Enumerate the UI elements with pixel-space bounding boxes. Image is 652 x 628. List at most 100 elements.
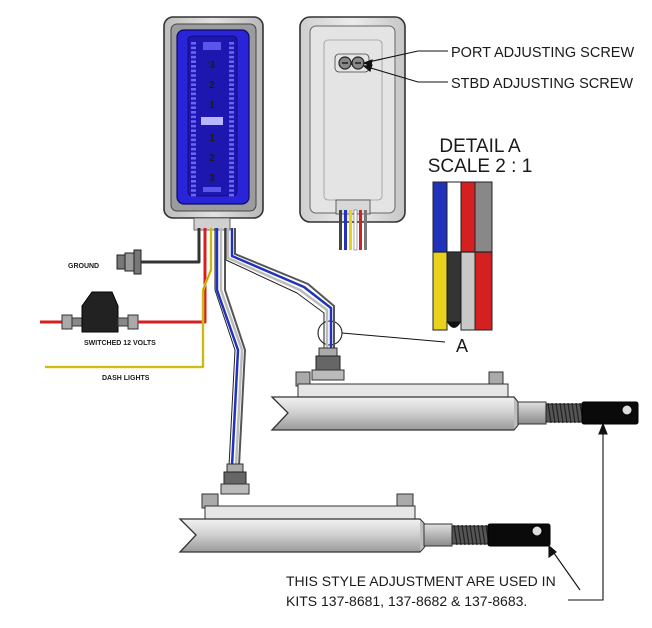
detail-a-marker-label: A <box>456 336 468 356</box>
spring-coil <box>547 402 552 424</box>
led-dot <box>229 51 234 54</box>
detail-scale: SCALE 2 : 1 <box>428 156 533 177</box>
led-column-right <box>229 42 234 197</box>
spring-coil <box>473 524 478 546</box>
led-dot <box>191 193 196 197</box>
wire-bundle-main <box>45 217 335 467</box>
led-dot <box>191 152 196 155</box>
led-dot <box>229 65 234 68</box>
indicator-mark-bottom-3: 3 <box>209 173 215 184</box>
led-dot <box>191 161 196 165</box>
spring-coil <box>563 402 568 424</box>
led-dot <box>191 46 196 50</box>
led-dot <box>191 138 196 142</box>
led-dot <box>191 42 196 45</box>
led-dot <box>229 46 234 50</box>
actuator-upper <box>270 347 639 431</box>
led-dot <box>229 143 234 146</box>
led-dot <box>229 161 234 165</box>
spring-coil <box>457 524 462 546</box>
led-dot <box>229 193 234 197</box>
led-dot <box>191 115 196 119</box>
spring-coil <box>567 402 572 424</box>
indicator-center-mark <box>201 117 223 125</box>
detail-a-wire-closeup <box>432 181 493 331</box>
led-dot <box>191 69 196 73</box>
led-dot <box>229 78 234 82</box>
inline-fuse-holder <box>40 291 152 333</box>
led-dot <box>191 170 196 174</box>
led-dot <box>191 184 196 188</box>
led-dot <box>229 97 234 100</box>
led-dot <box>229 69 234 73</box>
led-dot <box>229 106 234 109</box>
spring-coil <box>551 402 556 424</box>
led-dot <box>191 189 196 192</box>
actuator-lower <box>178 463 551 553</box>
led-dot <box>229 42 234 45</box>
led-column-left <box>191 42 196 197</box>
led-dot <box>191 51 196 54</box>
ground-terminal <box>116 249 162 275</box>
led-dot <box>191 175 196 178</box>
led-dot <box>229 170 234 174</box>
note-line-1: THIS STYLE ADJUSTMENT ARE USED IN <box>286 573 556 589</box>
led-dot <box>229 175 234 178</box>
led-dot <box>191 101 196 105</box>
led-dot <box>229 74 234 77</box>
led-dot <box>191 143 196 146</box>
led-dot <box>229 101 234 105</box>
led-dot <box>229 157 234 160</box>
led-dot <box>191 83 196 86</box>
spring-coil <box>453 524 458 546</box>
spring-coil <box>469 524 474 546</box>
led-dot <box>229 92 234 96</box>
led-dot <box>191 78 196 82</box>
dash-lights-label: DASH LIGHTS <box>102 375 150 382</box>
indicator-mark-top-3: 3 <box>209 60 215 71</box>
led-dot <box>191 157 196 160</box>
note-line-2: KITS 137-8681, 137-8682 & 137-8683. <box>286 593 527 609</box>
control-panel-back <box>299 16 406 251</box>
spring-coil <box>575 402 580 424</box>
back-panel-wire-bundle <box>335 199 371 251</box>
spring-upper <box>547 402 584 424</box>
control-panel-front: 3 2 1 1 2 3 <box>163 16 264 219</box>
led-dot <box>229 111 234 114</box>
spring-coil <box>465 524 470 546</box>
led-dot <box>229 60 234 63</box>
ground-label: GROUND <box>68 263 99 270</box>
spring-coil <box>481 524 486 546</box>
note-leader-lines <box>548 422 608 601</box>
led-dot <box>229 115 234 119</box>
spring-coil <box>461 524 466 546</box>
led-dot <box>191 65 196 68</box>
led-dot <box>191 124 196 128</box>
led-dot <box>191 88 196 91</box>
led-dot <box>191 147 196 151</box>
led-dot <box>191 106 196 109</box>
led-dot <box>191 74 196 77</box>
led-dot <box>191 180 196 183</box>
led-dot <box>229 55 234 59</box>
led-dot <box>191 166 196 169</box>
indicator-mark-bottom-2: 2 <box>209 153 215 164</box>
led-dot <box>229 83 234 86</box>
led-dot <box>191 55 196 59</box>
indicator-mark-bottom-1: 1 <box>209 133 215 144</box>
led-dot <box>229 189 234 192</box>
screw-leader-lines <box>362 50 448 83</box>
spring-coil <box>477 524 482 546</box>
spring-coil <box>571 402 576 424</box>
led-dot <box>229 152 234 155</box>
led-dot <box>229 147 234 151</box>
led-dot <box>229 138 234 142</box>
led-dot <box>229 88 234 91</box>
spring-coil <box>559 402 564 424</box>
led-dot <box>229 180 234 183</box>
led-dot <box>191 97 196 100</box>
port-adjusting-screw-label: PORT ADJUSTING SCREW <box>451 45 634 61</box>
switched-12-volts-label: SWITCHED 12 VOLTS <box>84 340 156 347</box>
led-dot <box>229 134 234 137</box>
